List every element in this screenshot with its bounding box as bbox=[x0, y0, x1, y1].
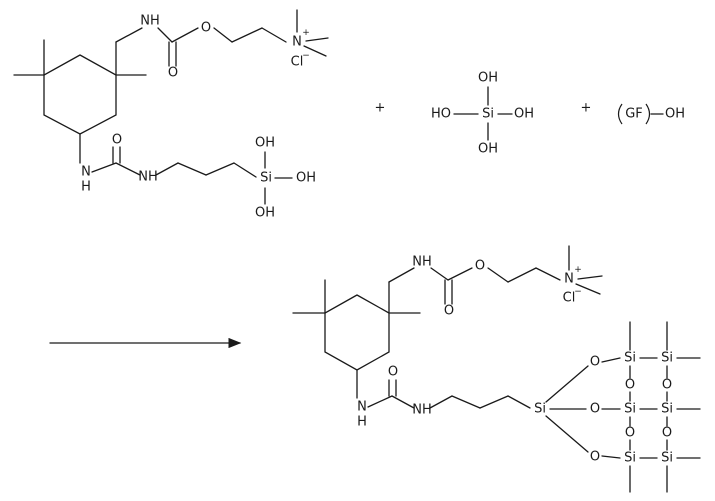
atom-nh-carbamate-product: NH bbox=[412, 255, 432, 270]
atom-o-link-middle: O bbox=[590, 402, 600, 417]
atom-o-ester-product: O bbox=[475, 259, 485, 274]
atom-si-cage-mr: Si bbox=[661, 402, 673, 417]
atom-n-ammonium: N bbox=[292, 35, 302, 50]
atom-nh-carbamate: NH bbox=[140, 14, 160, 29]
plus-sign-2: + bbox=[581, 101, 592, 116]
atom-o-carbonyl-product: O bbox=[444, 304, 454, 319]
atom-o-cage-r2: O bbox=[662, 426, 672, 441]
plus-sign-1: + bbox=[375, 101, 386, 116]
atom-ho-silicic-left: HO bbox=[431, 107, 451, 122]
atom-si-cage-ml: Si bbox=[624, 402, 636, 417]
atom-o-ester: O bbox=[201, 21, 211, 36]
atom-si-cage-tl: Si bbox=[624, 351, 636, 366]
atom-oh-bottom: OH bbox=[255, 206, 275, 221]
product-grafted-structure: NH O O N + Cl − N H O NH Si O O O Si Si … bbox=[292, 245, 701, 493]
reactant-orthosilicic-acid: Si OH HO OH OH bbox=[431, 71, 534, 157]
atom-nh-urea-right-product: NH bbox=[412, 403, 432, 418]
atom-o-carbonyl: O bbox=[168, 66, 178, 81]
atom-oh-right: OH bbox=[296, 171, 316, 186]
atom-si-cage-bl: Si bbox=[624, 451, 636, 466]
cyclohexane-ring bbox=[43, 54, 117, 135]
cyclohexane-ring-product bbox=[324, 294, 390, 371]
atom-o-link-bottom: O bbox=[590, 450, 600, 465]
close-paren bbox=[645, 103, 651, 125]
atom-o-urea-product: O bbox=[388, 365, 398, 380]
atom-oh-gf: OH bbox=[665, 107, 685, 122]
atom-cl: Cl bbox=[291, 55, 304, 70]
reactant-glass-fiber-hydroxyl: GF OH bbox=[617, 103, 685, 125]
atom-nh-urea-right: NH bbox=[138, 170, 158, 185]
atom-o-cage-r1: O bbox=[662, 378, 672, 393]
atom-oh-silicic-top: OH bbox=[478, 71, 498, 86]
reactant-carbamate-urea-silanetriol: NH O O N + Cl − N H O NH Si OH OH OH bbox=[13, 9, 329, 221]
atom-o-link-top: O bbox=[590, 355, 600, 370]
atom-h-urea-left: H bbox=[81, 180, 91, 195]
atom-si-cage-br: Si bbox=[661, 451, 673, 466]
atom-n-ammonium-product: N bbox=[564, 272, 574, 287]
label-gf: GF bbox=[625, 107, 643, 122]
atom-o-cage-l2: O bbox=[625, 426, 635, 441]
atom-o-cage-l1: O bbox=[625, 378, 635, 393]
atom-n-urea-left: N bbox=[81, 165, 91, 180]
charge-plus-product: + bbox=[574, 265, 582, 275]
atom-oh-silicic-bottom: OH bbox=[478, 142, 498, 157]
atom-si-silicic: Si bbox=[482, 107, 494, 122]
atom-n-urea-left-product: N bbox=[357, 400, 367, 415]
atom-cl-product: Cl bbox=[563, 291, 576, 306]
charge-minus-product: − bbox=[574, 287, 582, 297]
atom-oh-top: OH bbox=[255, 136, 275, 151]
atom-si-cage-tr: Si bbox=[661, 351, 673, 366]
atom-o-urea: O bbox=[112, 133, 122, 148]
atom-h-urea-left-product: H bbox=[357, 415, 367, 430]
atom-si-anchor: Si bbox=[534, 402, 546, 417]
charge-plus: + bbox=[302, 28, 310, 38]
charge-minus: − bbox=[302, 51, 310, 61]
atom-oh-silicic-right: OH bbox=[514, 107, 534, 122]
atom-si-reactant: Si bbox=[260, 171, 272, 186]
open-paren bbox=[617, 103, 623, 125]
